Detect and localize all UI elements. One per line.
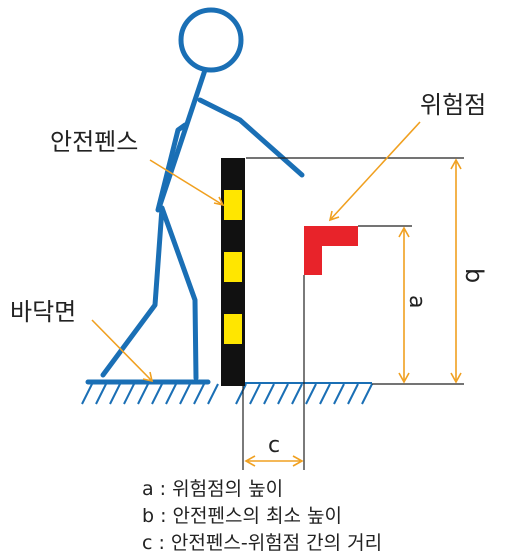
legend-item-b: b : 안전펜스의 최소 높이 — [142, 505, 342, 527]
floor-label: 바닥면 — [10, 298, 76, 326]
dimension-b-label: b — [460, 268, 488, 283]
person-arm-front — [197, 97, 305, 178]
legend-item-a: a : 위험점의 높이 — [142, 478, 284, 500]
person-head — [178, 7, 244, 73]
person-torso — [157, 67, 208, 208]
hazard-point-shape — [304, 226, 358, 275]
fence-label: 안전펜스 — [50, 128, 138, 156]
dimension-arrows — [91, 121, 462, 467]
hazard-leader-line — [329, 121, 421, 221]
fence-leader-line — [149, 159, 224, 206]
dimension-a-label: a — [404, 295, 429, 308]
legend: a : 위험점의 높이 b : 안전펜스의 최소 높이 c : 안전펜스-위험점… — [142, 476, 382, 557]
legend-item-c: c : 안전펜스-위험점 간의 거리 — [142, 532, 383, 554]
person-figure — [85, 7, 305, 385]
person-arm-back — [155, 122, 188, 213]
person-leg-front — [159, 205, 199, 381]
dimension-lines — [242, 157, 464, 470]
floor-hatching — [81, 383, 373, 405]
safety-fence-post — [221, 158, 245, 386]
dimension-c-label: c — [268, 433, 280, 458]
hazard-point-label: 위험점 — [420, 91, 486, 119]
person-leg-back — [100, 205, 165, 378]
floor-leader-line — [91, 319, 153, 382]
